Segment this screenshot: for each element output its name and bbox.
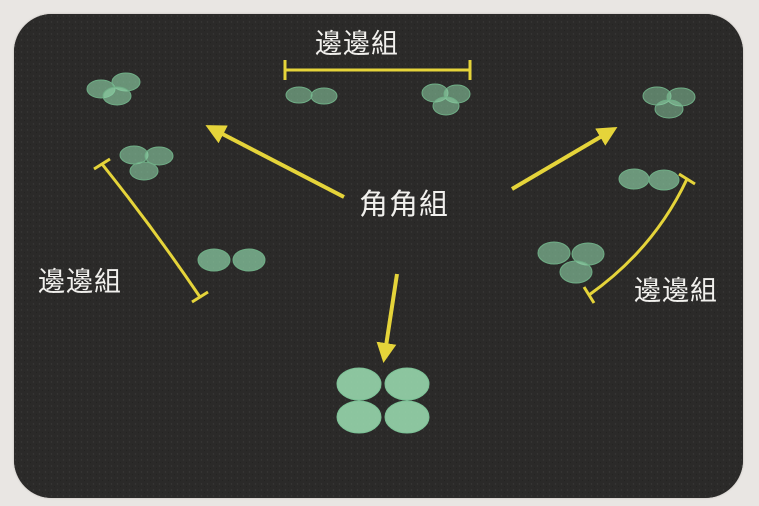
cell-cluster-right-lower [537,241,605,284]
left-edge-bracket [93,157,209,304]
right-edge-bracket [582,172,696,304]
cell-cluster-top-left [86,72,141,106]
arrow-up-left [205,125,345,199]
photo-panel: 邊邊組 角角組 邊邊組 邊邊組 [14,14,743,498]
top-edge-bracket [283,60,472,80]
cell-cluster-left-upper [119,145,174,181]
cell-cluster-left-lower [197,248,266,272]
left-edge-group-label: 邊邊組 [38,267,122,298]
cell-cluster-top-right [642,86,696,119]
corner-group-label: 角角組 [359,187,450,221]
arrow-down [376,273,399,363]
cell-cluster-top-mid-left [285,86,338,105]
corner-arrows [205,125,618,363]
arrow-up-right [510,126,618,191]
cell-cluster-right-upper [618,168,680,191]
top-edge-group-label: 邊邊組 [315,29,399,60]
cell-cluster-bottom-center [336,367,430,434]
illustration [14,14,743,498]
cell-cluster-top-mid-right [421,83,471,116]
right-edge-group-label: 邊邊組 [634,276,718,307]
